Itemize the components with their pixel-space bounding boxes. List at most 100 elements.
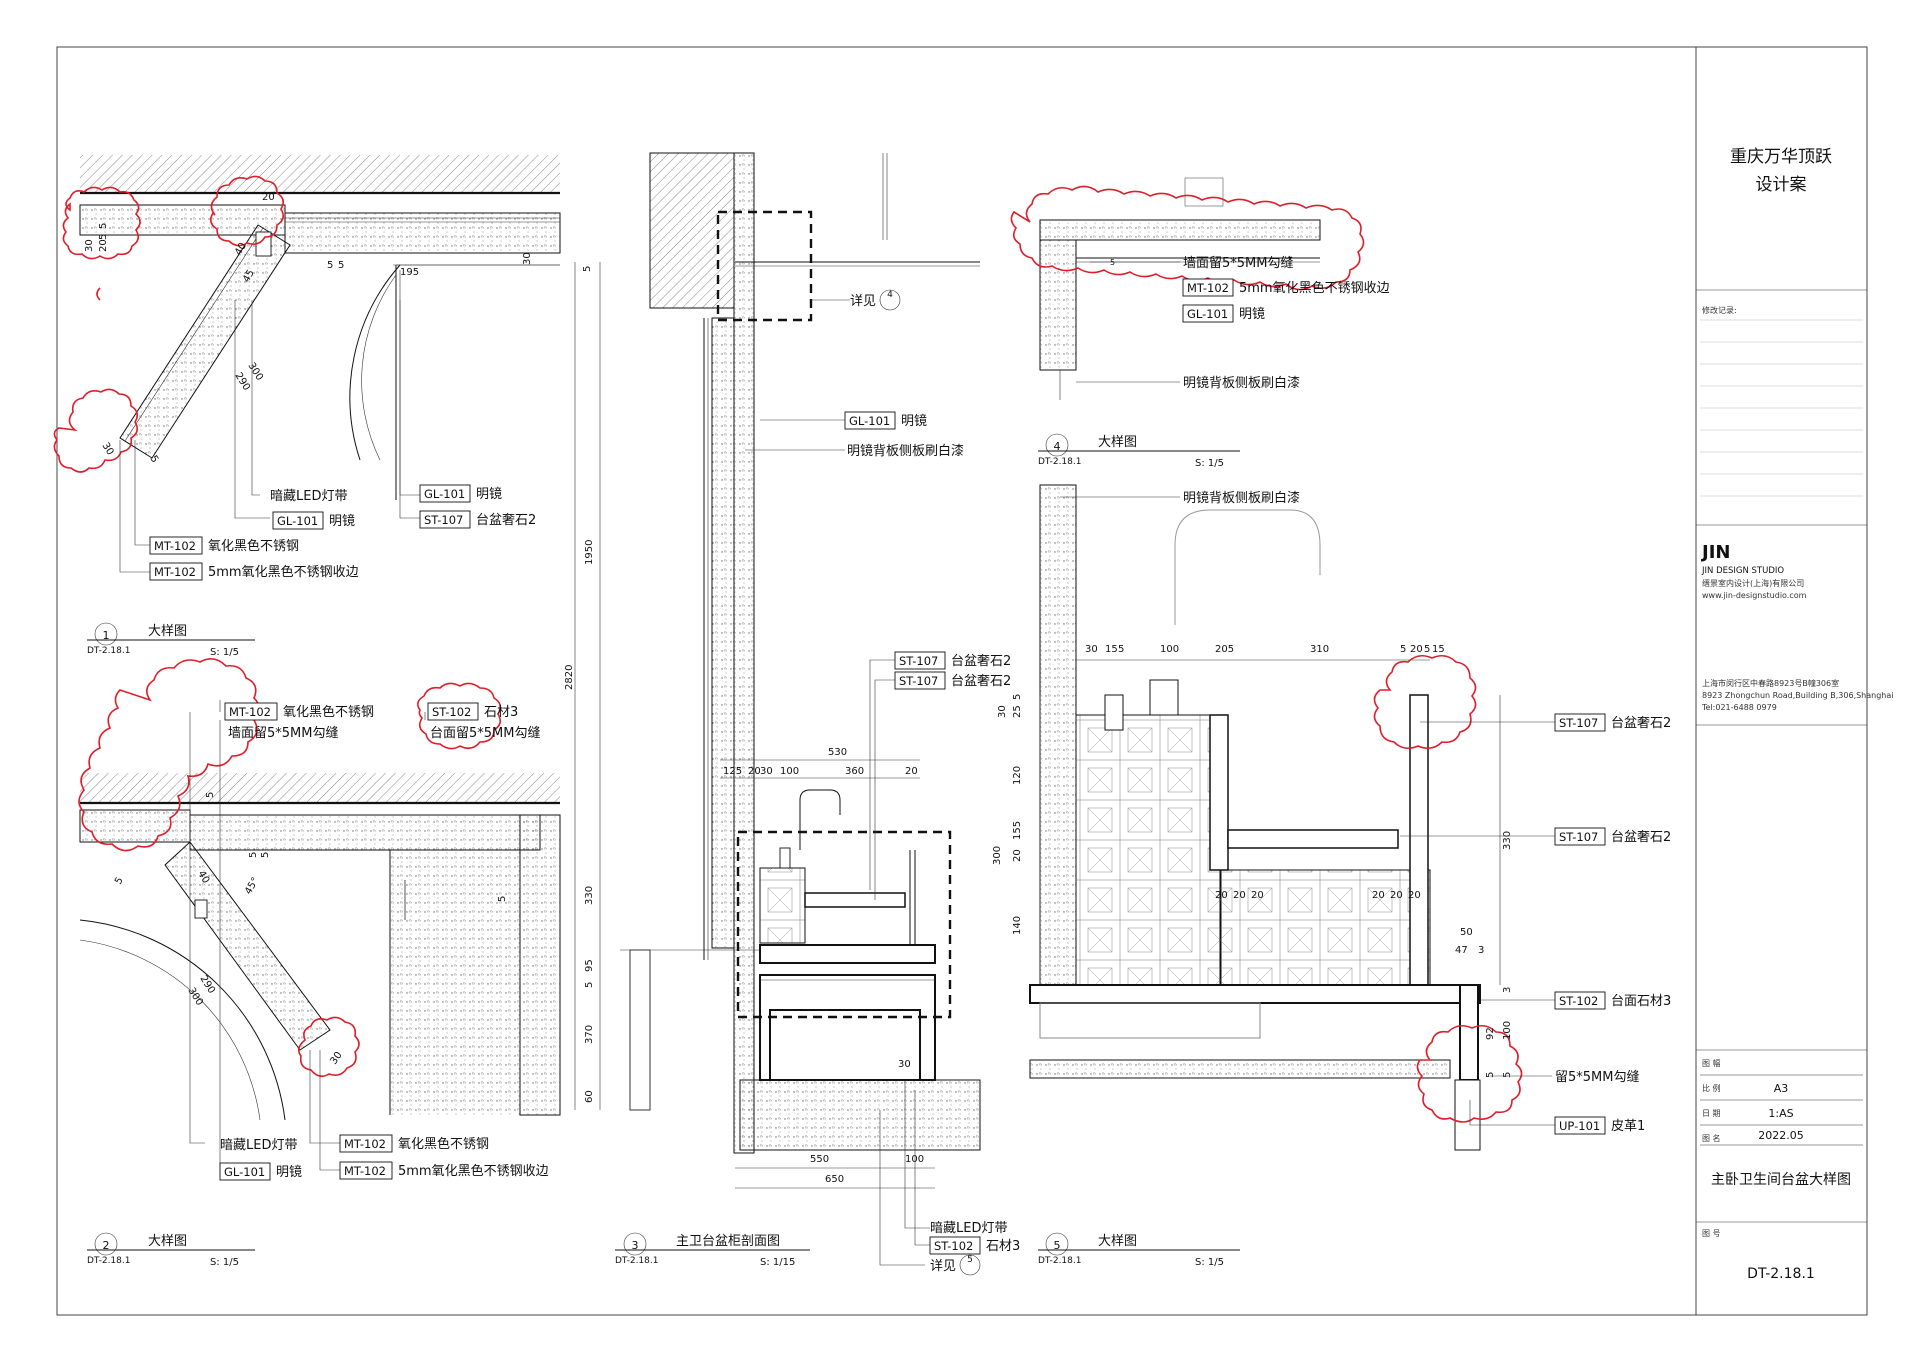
dim-label: 290: [232, 371, 251, 393]
view-title: 大样图: [1098, 435, 1137, 450]
v1-led-label: 暗藏LED灯带: [270, 489, 347, 504]
view-title: 主卫台盆柜剖面图: [676, 1234, 780, 1249]
revision-label: 修改记录:: [1702, 305, 1737, 315]
project-title-1: 重庆万华顶跃: [1730, 147, 1832, 167]
dim-label: 92: [1485, 1027, 1496, 1040]
dim-label: 20: [1372, 890, 1385, 901]
dim-label: 5: [1400, 644, 1406, 655]
detail-view-4: [1039, 177, 1321, 400]
v3-see-num: 4: [887, 290, 893, 300]
v2-gl-text: 明镜: [276, 1165, 302, 1180]
dim-label: 5: [260, 852, 271, 858]
revision-cloud: [1010, 185, 1365, 291]
dim-label: 5: [147, 454, 160, 465]
date-label: 日 期: [1702, 1109, 1721, 1118]
drawing-name-value: 主卧卫生间台盆大样图: [1711, 1172, 1851, 1188]
v5-st1-text: 台盆奢石2: [1611, 716, 1671, 731]
view-title: 大样图: [148, 1234, 187, 1249]
scale-value: 1:AS: [1768, 1107, 1793, 1120]
scale-label: 比 例: [1702, 1083, 1721, 1093]
dim-label: 20: [1251, 890, 1264, 901]
v2-counter-gap: 台面留5*5MM勾缝: [430, 726, 540, 741]
v2-st-text: 石材3: [484, 705, 518, 720]
dim-label: 5: [327, 260, 333, 271]
view-title-3: 3 DT-2.18.1 主卫台盆柜剖面图 S: 1/15: [615, 1232, 810, 1268]
studio-addr-en: 8923 Zhongchun Road,Building B,306,Shang…: [1702, 691, 1894, 700]
dim-label: 650: [825, 1174, 844, 1185]
dim-label: 5: [1012, 694, 1023, 700]
view-ref: DT-2.18.1: [615, 1256, 658, 1266]
dim-label: 370: [584, 1025, 595, 1044]
view-title-2: 2 DT-2.18.1 大样图 S: 1/5: [87, 1232, 255, 1268]
v1-gl-text: 明镜: [329, 514, 355, 529]
studio-logo: JIN: [1700, 542, 1730, 563]
studio-name-cn: 缙景室内设计(上海)有限公司: [1702, 578, 1804, 588]
detail-callout-box: [736, 830, 952, 1019]
project-title-2: 设计案: [1756, 175, 1807, 195]
v2-wall-gap: 墙面留5*5MM勾缝: [228, 726, 338, 741]
dim-label: 125: [723, 766, 742, 777]
revision-cloud: [96, 287, 101, 301]
view-ref: DT-2.18.1: [87, 646, 130, 656]
dim-label: 360: [845, 766, 864, 777]
view-scale: S: 1/15: [760, 1257, 795, 1268]
view-number: 3: [632, 1239, 639, 1252]
revision-cloud: [416, 682, 502, 750]
view-title: 大样图: [148, 624, 187, 639]
dim-label: 15: [1432, 644, 1445, 655]
drawing-no-value: DT-2.18.1: [1747, 1266, 1815, 1282]
dim-label: 30: [522, 252, 533, 265]
v5-up-text: 皮革1: [1611, 1119, 1645, 1134]
dim-label: 100: [780, 766, 799, 777]
dim-label: 20: [1012, 849, 1023, 862]
dim-label: 290: [197, 974, 216, 996]
dim-label: 30: [84, 239, 95, 252]
v5-st3-code: ST-102: [1559, 994, 1598, 1008]
dim-label: 45°: [243, 876, 261, 897]
dim-label: 20: [905, 766, 918, 777]
dim-label: 50: [1460, 927, 1473, 938]
v2-mt1-text: 氧化黑色不锈钢: [398, 1136, 489, 1152]
dim-label: 30: [760, 766, 773, 777]
v3-st2-code: ST-107: [899, 674, 938, 688]
revision-cloud: [297, 1016, 360, 1078]
studio-addr-cn: 上海市闵行区中春路8923号B幢306室: [1702, 678, 1839, 688]
dim-label: 100: [1160, 644, 1179, 655]
dim-label: 20: [1408, 890, 1421, 901]
dim-label: 5: [1485, 1072, 1496, 1078]
detail-callout-box: [716, 210, 813, 322]
drawing-no-label: 图 号: [1702, 1229, 1721, 1238]
drawing-name-label: 图 名: [1702, 1133, 1721, 1143]
detail-view-5: [1029, 484, 1481, 1151]
view-scale: S: 1/5: [1195, 1257, 1224, 1268]
dim-label: 330: [1502, 831, 1513, 850]
v1-mt1-text: 氧化黑色不锈钢: [208, 538, 299, 554]
view-title-4: 4 DT-2.18.1 大样图 S: 1/5: [1038, 433, 1240, 469]
dim-label: 30: [898, 1059, 911, 1070]
v2-mt1-code: MT-102: [344, 1137, 386, 1151]
dim-label: 155: [1012, 821, 1023, 840]
dim-label: 1950: [584, 540, 595, 565]
revision-cloud: [209, 175, 285, 247]
detail-view-2: [79, 773, 561, 1121]
view-title-5: 5 DT-2.18.1 大样图 S: 1/5: [1038, 1232, 1240, 1268]
dim-label: 300: [185, 986, 204, 1008]
revision-cloud: [1416, 1024, 1523, 1123]
dim-label: 5: [98, 234, 109, 240]
v5-st2-code: ST-107: [1559, 830, 1598, 844]
v2-mt-top-code: MT-102: [229, 705, 271, 719]
dim-label: 5: [584, 982, 595, 988]
v1-st-text: 台盆奢石2: [476, 513, 536, 528]
dim-label: 25: [1012, 705, 1023, 718]
studio-web: www.jin-designstudio.com: [1702, 591, 1807, 600]
v1-gl2-text: 明镜: [476, 487, 502, 502]
v1-mt2-code: MT-102: [154, 565, 196, 579]
dim-label: 530: [828, 747, 847, 758]
v1-mt1-code: MT-102: [154, 539, 196, 553]
v3-see2-num: 5: [967, 1255, 973, 1265]
v3-mirror-back: 明镜背板侧板刷白漆: [847, 443, 964, 459]
dim-label: 205: [1215, 644, 1234, 655]
dim-label: 60: [584, 1090, 595, 1103]
view-ref: DT-2.18.1: [87, 1256, 130, 1266]
